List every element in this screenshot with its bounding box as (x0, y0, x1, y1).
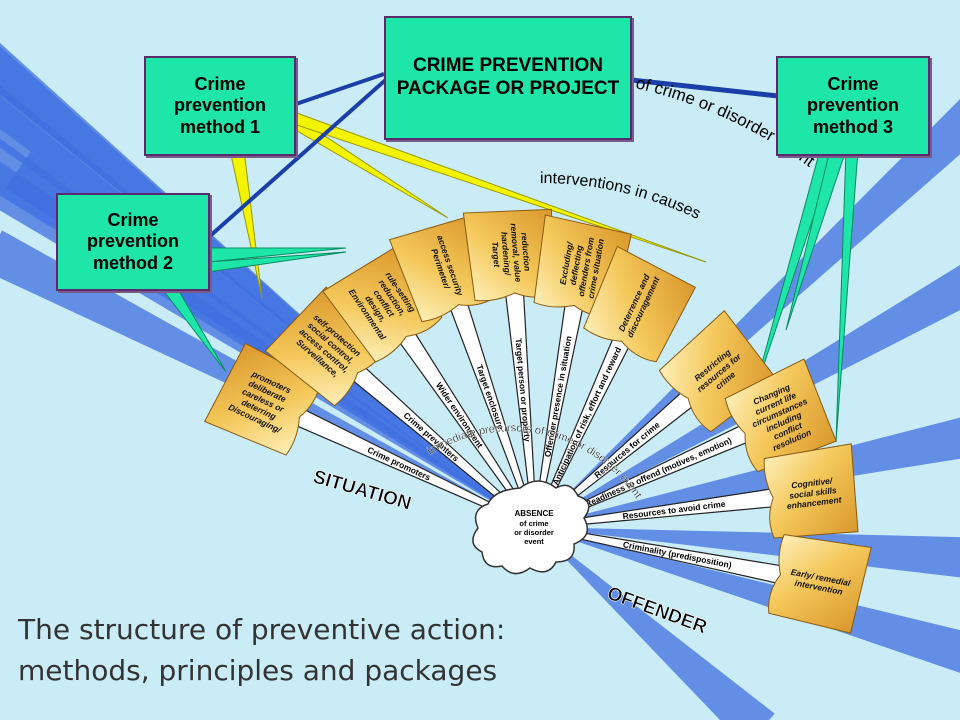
caption-line-2: methods, principles and packages (18, 653, 498, 687)
background-ray (535, 417, 960, 527)
method2-box: Crime prevention method 2 (56, 193, 210, 291)
card-shape (763, 443, 859, 539)
card-shape (724, 358, 837, 473)
background-ray (535, 527, 775, 720)
method2-connectors (158, 247, 347, 373)
method1-box: Crime prevention method 1 (144, 56, 296, 156)
package-lines (208, 72, 779, 238)
package-box: CRIME PREVENTION PACKAGE OR PROJECT (384, 16, 632, 140)
center-line-1: of crime (519, 519, 548, 528)
center-line-3: event (524, 537, 544, 546)
method3-box: Crime prevention method 3 (776, 56, 930, 156)
center-title: ABSENCE (514, 509, 554, 518)
intervention-card: Perimeter/access security (388, 214, 499, 323)
method2-box-label: Crime prevention method 2 (86, 209, 179, 273)
spoke-label: Target enclosure (474, 363, 506, 431)
caption-line-1: The structure of preventive action: (18, 613, 506, 646)
card-text-line: Target (490, 241, 502, 269)
center-splash: ABSENCE of crime or disorder event (472, 480, 590, 575)
slide-caption: The structure of preventive action: meth… (18, 610, 578, 691)
method3-connectors (751, 149, 859, 443)
background-ray (535, 265, 960, 527)
card-text-line: hardening/ (499, 231, 513, 277)
package-box-label: CRIME PREVENTION PACKAGE OR PROJECT (396, 55, 620, 99)
card-shape (583, 245, 696, 363)
group-label-situation: SITUATION (311, 467, 414, 515)
card-text-line: reduction (519, 232, 532, 271)
method3-box-label: Crime prevention method 3 (806, 73, 899, 137)
center-line-2: or disorder (514, 528, 554, 537)
method1-box-label: Crime prevention method 1 (173, 73, 266, 137)
spoke: Offender presence in situation (538, 298, 584, 489)
card-shape (768, 534, 872, 634)
